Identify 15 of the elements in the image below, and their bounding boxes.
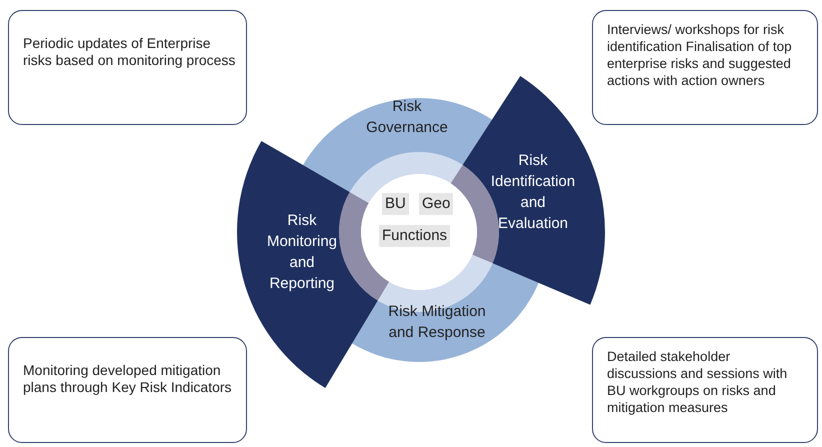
tag-label: Functions (379, 225, 450, 247)
sector-label: Risk Identification and Evaluation (490, 151, 576, 234)
sector-label: Risk Governance (365, 97, 449, 138)
sector-label: Risk Monitoring and Reporting (266, 211, 338, 294)
description-text: Detailed stakeholder discussions and sessions with BU workgroups on risks and mitigation measures (607, 348, 788, 416)
text-card (8, 337, 247, 443)
sector-label: Risk Mitigation and Response (387, 302, 487, 343)
description-text: Monitoring developed mitigation plans through Key Risk Indicators (23, 362, 233, 396)
description-text: Interviews/ workshops for risk identification Finalisation of top enterprise risks and suggested actions with action owners (607, 21, 793, 89)
tag-label: Geo (419, 193, 454, 215)
text-card (592, 337, 818, 443)
tag-label: BU (382, 193, 409, 215)
description-text: Periodic updates of Enterprise risks based on monitoring process (23, 35, 236, 69)
text-card (8, 10, 247, 125)
text-card (592, 10, 818, 125)
